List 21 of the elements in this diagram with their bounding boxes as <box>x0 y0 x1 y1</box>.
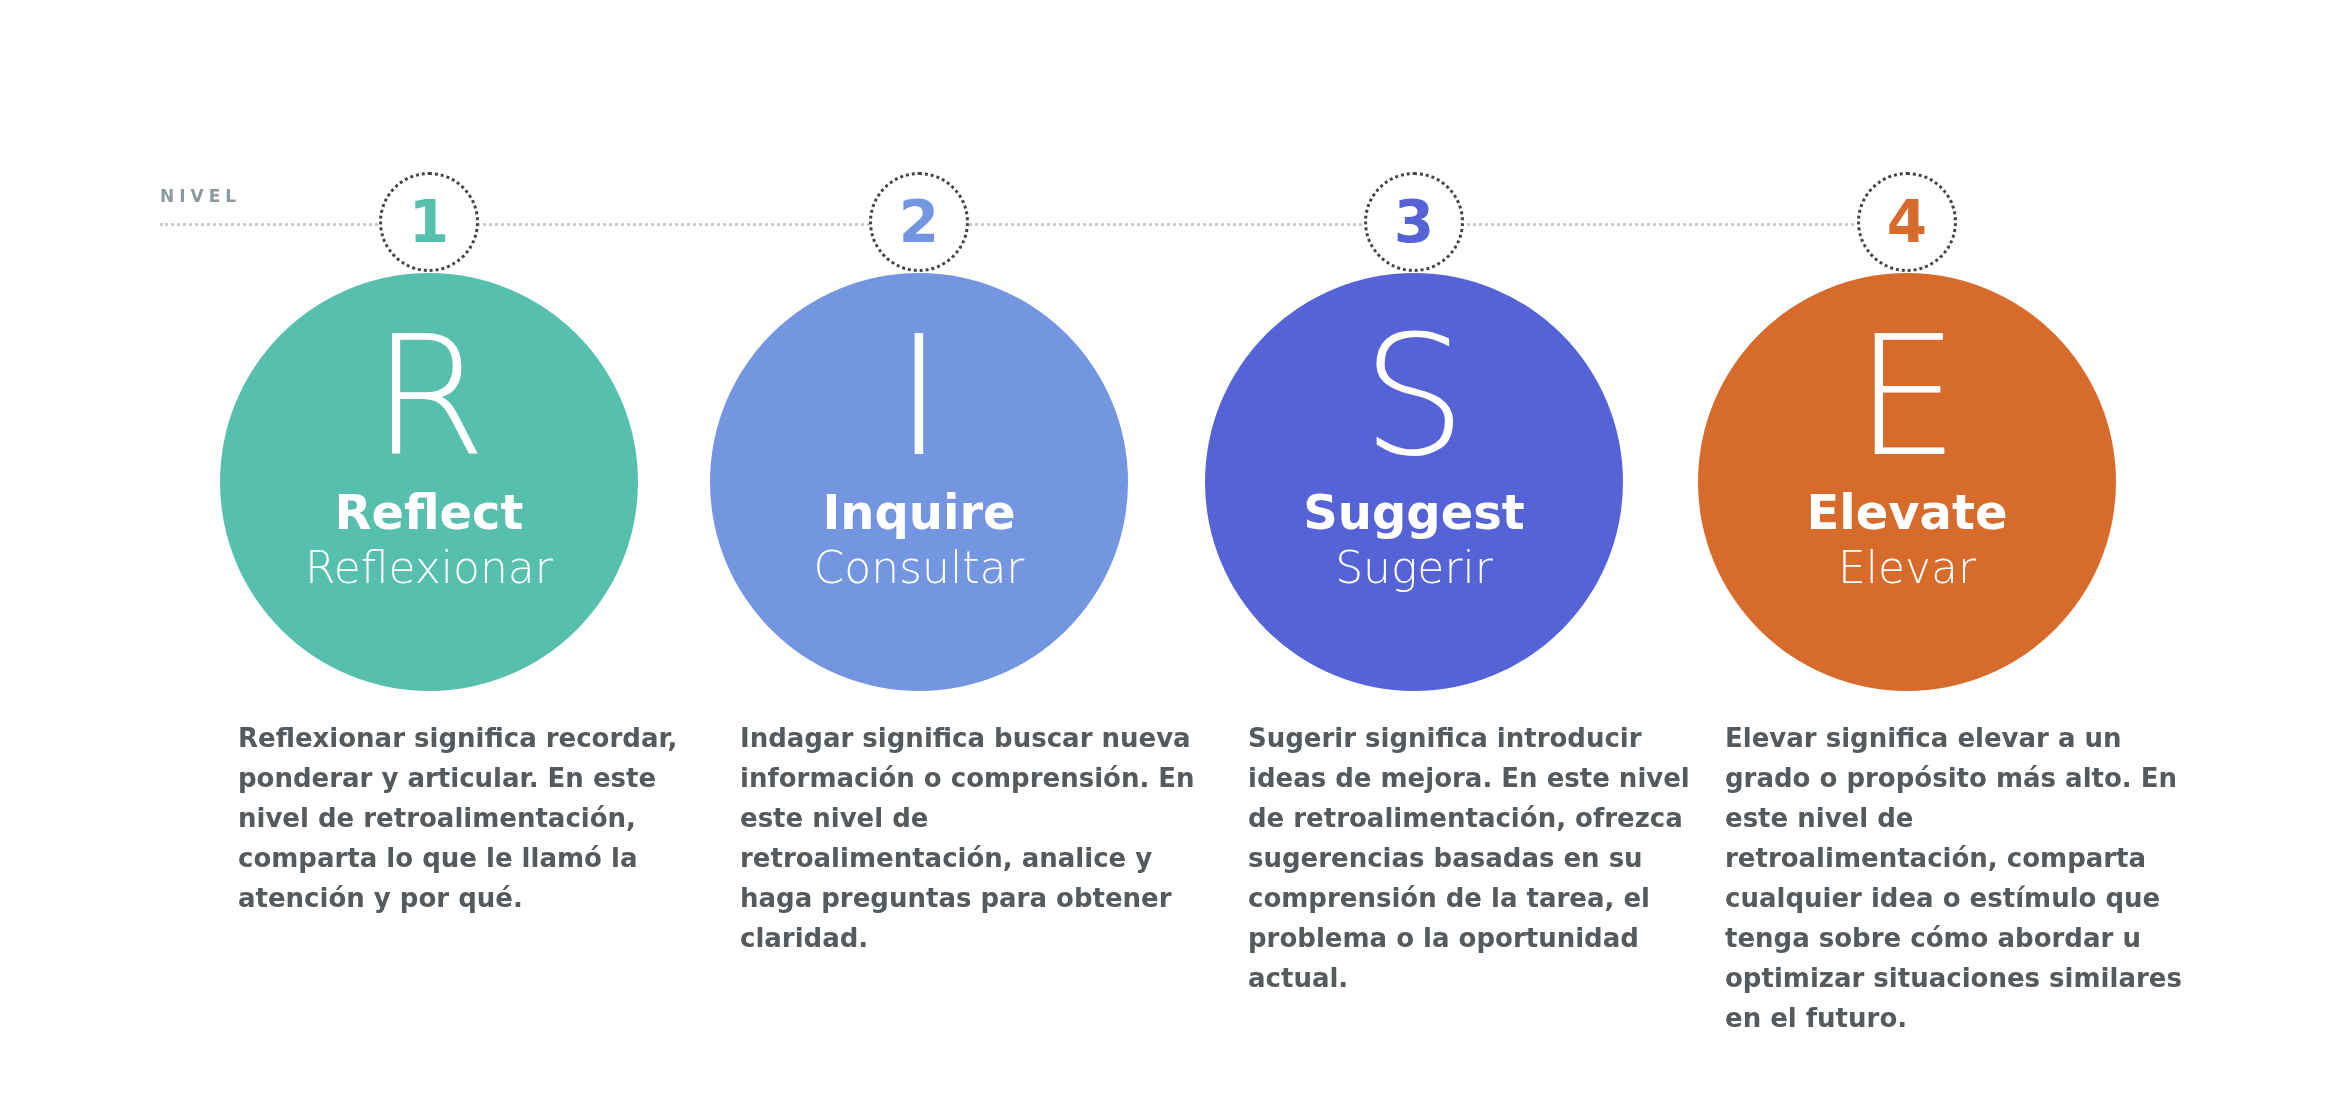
title-text: Elevate <box>1806 484 2008 542</box>
circle-letter: R <box>371 311 487 485</box>
level-number: 1 <box>408 193 450 251</box>
level-number: 3 <box>1393 193 1435 251</box>
subtitle-text: Reflexionar <box>305 541 553 595</box>
description-text: Indagar significa buscar nueva información o comprensión. En este nivel de retroalimentación, analice y haga preguntas para obtener claridad. <box>740 722 1196 955</box>
level-number: 2 <box>898 193 940 251</box>
subtitle-text: Sugerir <box>1335 541 1493 595</box>
description-text: Sugerir significa introducir ideas de mejora. En este nivel de retroalimentación, ofrezca sugerencias basadas en su comprensión de la tarea, el problema o la oportunidad actual. <box>1248 722 1691 995</box>
description-text: Elevar significa elevar a un grado o propósito más alto. En este nivel de retroalimentación, comparta cualquier idea o estímulo que tenga sobre cómo abordar u optimizar situaciones similares en el futuro. <box>1725 722 2183 1035</box>
level-label: NIVEL <box>160 186 242 206</box>
level-number: 4 <box>1886 193 1928 251</box>
circle-letter: E <box>1854 311 1960 485</box>
title-text: Reflect <box>334 484 524 542</box>
circle-letter: S <box>1361 311 1467 485</box>
subtitle-text: Elevar <box>1837 541 1977 595</box>
description-text: Reflexionar significa recordar, ponderar y articular. En este nivel de retroalimentación, comparta lo que le llamó la atención y por qué. <box>238 722 679 915</box>
subtitle-text: Consultar <box>813 541 1025 595</box>
title-text: Suggest <box>1303 484 1525 542</box>
circle-letter: I <box>894 311 944 485</box>
title-text: Inquire <box>822 484 1016 542</box>
